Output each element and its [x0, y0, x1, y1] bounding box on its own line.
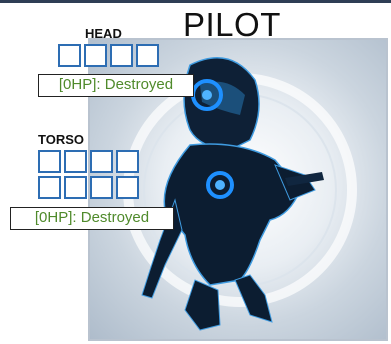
torso-slot-1[interactable] — [38, 150, 61, 173]
torso-slot-4[interactable] — [116, 150, 139, 173]
torso-hit-marker — [206, 171, 234, 199]
head-slot-2[interactable] — [84, 44, 107, 67]
torso-slot-3[interactable] — [90, 150, 113, 173]
head-status: [0HP]: Destroyed — [38, 74, 194, 97]
torso-slot-2[interactable] — [64, 150, 87, 173]
torso-status: [0HP]: Destroyed — [10, 207, 174, 230]
top-bar — [0, 0, 391, 3]
torso-slot-5[interactable] — [38, 176, 61, 199]
head-label: HEAD — [85, 26, 122, 41]
head-slot-1[interactable] — [58, 44, 81, 67]
torso-slot-6[interactable] — [64, 176, 87, 199]
pilot-portrait — [88, 38, 388, 341]
head-slot-3[interactable] — [110, 44, 133, 67]
page-title: PILOT — [183, 6, 281, 43]
torso-slot-7[interactable] — [90, 176, 113, 199]
torso-slot-8[interactable] — [116, 176, 139, 199]
torso-label: TORSO — [38, 132, 84, 147]
head-slot-4[interactable] — [136, 44, 159, 67]
